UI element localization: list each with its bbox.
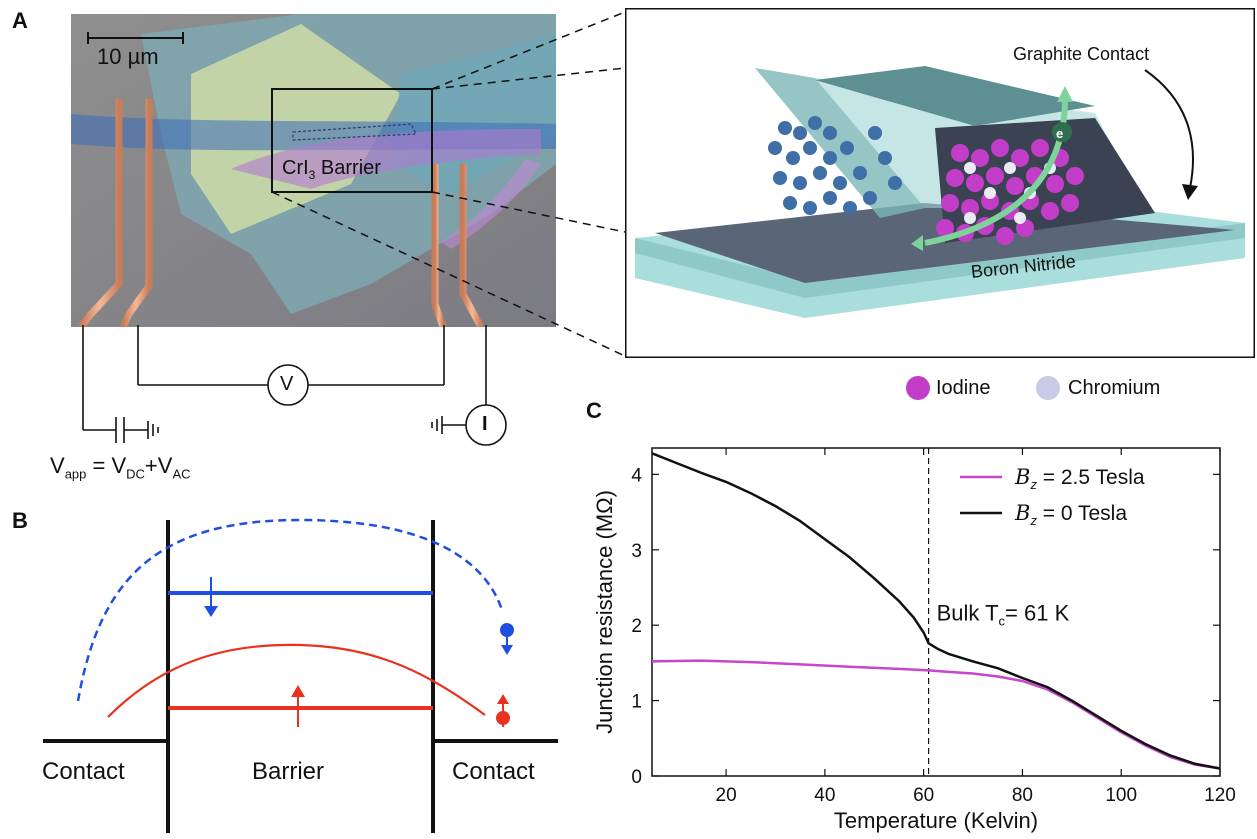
electron-label: e: [1056, 126, 1064, 141]
chromium-legend-marker: [1036, 376, 1060, 400]
y-tick-label: 2: [631, 616, 642, 637]
top-plate: [815, 66, 1095, 126]
left-contact-label: Contact: [42, 758, 125, 785]
x-tick-label: 80: [1012, 785, 1033, 806]
y-tick-label: 1: [631, 692, 642, 713]
chromium-legend-label: Chromium: [1068, 377, 1161, 399]
vapp-equation: Vapp = VDC+VAC: [50, 453, 191, 482]
plot-frame: [651, 447, 1221, 777]
barrier-region-label: Barrier: [252, 758, 325, 785]
device-schematic: [625, 8, 1255, 358]
y-tick-label: 4: [631, 465, 642, 486]
purple-graphite-strip: [231, 129, 541, 189]
circuit-diagram: [82, 325, 507, 446]
x-tick-label: 40: [814, 785, 835, 806]
y-tick-label: 0: [631, 767, 642, 788]
gold-lead-4: [459, 164, 485, 327]
graphite-contact-label: Graphite Contact: [1013, 44, 1150, 64]
x-tick-label: 100: [1105, 785, 1137, 806]
panel-c-letter: C: [586, 398, 602, 423]
panel-b-letter: B: [12, 508, 28, 533]
series-line-0: [651, 659, 1221, 770]
iodine-legend-marker: [906, 376, 930, 400]
series-line-1: [651, 452, 1221, 770]
voltmeter-label: V: [280, 373, 294, 395]
spin-up-arc: [107, 643, 486, 718]
x-tick-label: 60: [913, 785, 934, 806]
gold-lead-2: [119, 99, 153, 327]
x-tick-label: 20: [716, 785, 737, 806]
legend-label-1: Bz = 0 Tesla: [1014, 501, 1127, 528]
iodine-legend-label: Iodine: [936, 377, 991, 399]
electron-symbol: [1052, 122, 1072, 142]
legend-label-0: Bz = 2.5 Tesla: [1014, 465, 1145, 492]
gold-lead-3: [431, 164, 447, 327]
top-graphite: [935, 118, 1155, 243]
y-tick-label: 3: [631, 541, 642, 562]
spin-down-dashed-arc: [76, 518, 504, 702]
y-axis-label: Junction resistance (MΩ): [592, 490, 617, 734]
micrograph: [71, 14, 556, 327]
ammeter-label: I: [482, 413, 488, 435]
right-contact-label: Contact: [452, 758, 535, 785]
x-axis-label: Temperature (Kelvin): [834, 808, 1038, 833]
barrier-outline: [292, 123, 417, 141]
zoom-box: [271, 88, 433, 193]
x-tick-label: 120: [1204, 785, 1236, 806]
tc-annotation: Bulk Tc= 61 K: [937, 601, 1070, 629]
barrier-label: CrI3 Barrier: [282, 157, 381, 182]
scale-bar-label: 10 µm: [97, 44, 159, 69]
band-diagram: [43, 518, 558, 833]
gold-lead-1: [78, 99, 123, 327]
graphite-contact-arrow: [1144, 69, 1194, 189]
zoom-lines: [271, 11, 626, 357]
panel-a-letter: A: [12, 8, 28, 33]
